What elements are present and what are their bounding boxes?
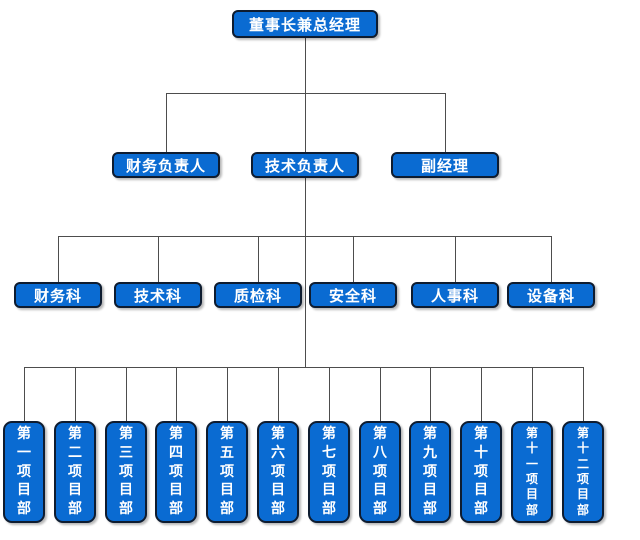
node-label: 第五项目部 bbox=[219, 426, 234, 518]
node-technical-lead: 技术负责人 bbox=[251, 152, 359, 178]
connector-root-trunk bbox=[305, 38, 306, 93]
connector-l4-drop-11 bbox=[532, 367, 533, 421]
node-label: 第八项目部 bbox=[372, 426, 387, 518]
connector-l4-rail bbox=[24, 367, 584, 368]
node-project-dept-9: 第九项目部 bbox=[409, 421, 451, 523]
connector-l3-drop-3 bbox=[258, 236, 259, 282]
connector-l4-drop-6 bbox=[278, 367, 279, 421]
node-project-dept-10: 第十项目部 bbox=[460, 421, 502, 523]
node-label: 第六项目部 bbox=[270, 426, 285, 518]
node-project-dept-5: 第五项目部 bbox=[206, 421, 248, 523]
connector-l4-drop-4 bbox=[176, 367, 177, 421]
connector-l2-rail bbox=[166, 93, 446, 94]
connector-l3-rail bbox=[58, 236, 552, 237]
connector-l4-drop-1 bbox=[24, 367, 25, 421]
node-project-dept-4: 第四项目部 bbox=[155, 421, 197, 523]
node-project-dept-1: 第一项目部 bbox=[3, 421, 45, 523]
node-project-dept-7: 第七项目部 bbox=[308, 421, 350, 523]
node-project-dept-8: 第八项目部 bbox=[359, 421, 401, 523]
node-equipment-section: 设备科 bbox=[507, 282, 595, 308]
node-label: 第二项目部 bbox=[67, 426, 82, 518]
connector-l2-drop-3 bbox=[445, 93, 446, 152]
node-label: 第一项目部 bbox=[16, 426, 31, 518]
connector-l4-drop-9 bbox=[430, 367, 431, 421]
node-technical-section: 技术科 bbox=[114, 282, 202, 308]
connector-l2-drop-2 bbox=[305, 93, 306, 152]
connector-l4-drop-10 bbox=[481, 367, 482, 421]
connector-l3-drop-5 bbox=[455, 236, 456, 282]
connector-l4-drop-7 bbox=[329, 367, 330, 421]
node-quality-inspection-section: 质检科 bbox=[214, 282, 302, 308]
node-chairman-general-manager: 董事长兼总经理 bbox=[232, 10, 378, 38]
connector-l3-drop-2 bbox=[158, 236, 159, 282]
connector-l4-drop-3 bbox=[126, 367, 127, 421]
connector-l3-drop-6 bbox=[551, 236, 552, 282]
node-deputy-manager: 副经理 bbox=[391, 152, 499, 178]
node-label: 第十一项目部 bbox=[525, 425, 538, 517]
connector-l4-drop-12 bbox=[583, 367, 584, 421]
connector-l3-drop-4 bbox=[353, 236, 354, 282]
node-safety-section: 安全科 bbox=[309, 282, 397, 308]
node-label: 第九项目部 bbox=[422, 426, 437, 518]
node-personnel-section: 人事科 bbox=[411, 282, 499, 308]
connector-center-trunk bbox=[305, 177, 306, 367]
node-finance-lead: 财务负责人 bbox=[112, 152, 220, 178]
node-label: 第三项目部 bbox=[118, 426, 133, 518]
node-project-dept-6: 第六项目部 bbox=[257, 421, 299, 523]
node-label: 第七项目部 bbox=[321, 426, 336, 518]
connector-l4-drop-5 bbox=[227, 367, 228, 421]
connector-l4-drop-2 bbox=[75, 367, 76, 421]
node-project-dept-12: 第十二项目部 bbox=[562, 421, 604, 523]
node-label: 第四项目部 bbox=[168, 426, 183, 518]
node-project-dept-2: 第二项目部 bbox=[54, 421, 96, 523]
node-project-dept-3: 第三项目部 bbox=[105, 421, 147, 523]
connector-l4-drop-8 bbox=[380, 367, 381, 421]
connector-l3-drop-1 bbox=[58, 236, 59, 282]
node-finance-section: 财务科 bbox=[14, 282, 102, 308]
node-label: 第十二项目部 bbox=[576, 425, 589, 517]
node-label: 第十项目部 bbox=[473, 426, 488, 518]
connector-l2-drop-1 bbox=[166, 93, 167, 152]
node-project-dept-11: 第十一项目部 bbox=[511, 421, 553, 523]
